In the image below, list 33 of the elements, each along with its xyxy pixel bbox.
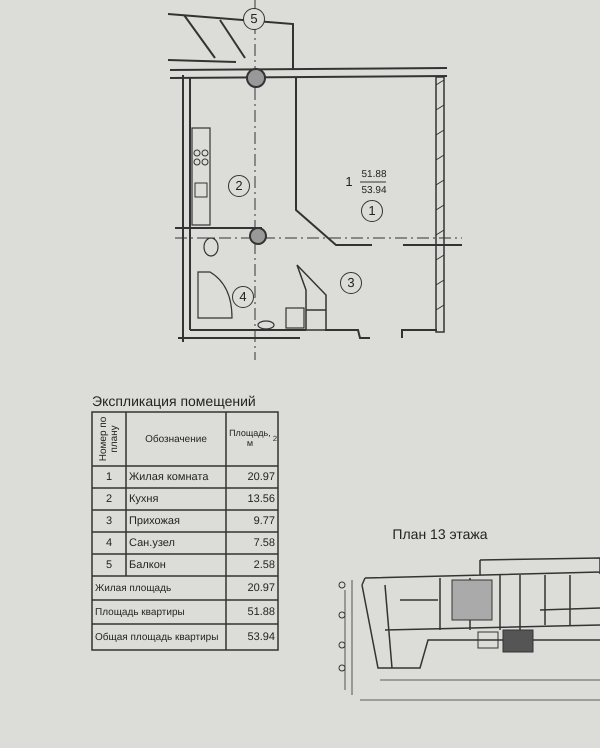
area-value: 53.94 (360, 184, 388, 197)
table-cell-text: Площадь квартиры (95, 606, 186, 620)
table-cell-text: 2 (104, 492, 114, 507)
table-cell-text: 7.58 (252, 536, 275, 551)
callout-number: 3 (340, 272, 362, 294)
table-cell-text: 51.88 (246, 604, 275, 620)
callout-number: 4 (232, 286, 254, 308)
table-cell-text: 20.97 (246, 470, 275, 485)
table-cell-text: 53.94 (246, 630, 275, 645)
callout-number: 1 (361, 200, 383, 222)
plan-title: План 13 этажа (391, 525, 489, 544)
table-cell-text: Прихожая (129, 514, 181, 529)
callout-number: 2 (228, 175, 250, 197)
header-cell-text: Номер по плану (97, 416, 121, 464)
room-number: 1 (344, 174, 354, 190)
table-cell-text: Кухня (129, 492, 160, 507)
callout-number: 5 (243, 8, 265, 30)
header-cell-text: Обозначение (144, 432, 208, 446)
table-cell-text: Общая площадь квартиры (95, 630, 220, 644)
table-cell-text: 1 (104, 470, 114, 485)
table-cell-text: 3 (104, 514, 114, 529)
table-cell-text: 13.56 (246, 492, 275, 507)
table-cell-text: Жилая комната (129, 470, 210, 485)
table-cell-text: 20.97 (246, 580, 275, 596)
table-cell-text: Сан.узел (129, 536, 176, 551)
table-cell-text: 9.77 (252, 514, 275, 529)
table-cell-text: 5 (104, 558, 114, 573)
table-cell-text: Жилая площадь (95, 582, 172, 596)
table-title: Экспликация помещений (92, 392, 257, 412)
table-cell-text: 4 (104, 536, 114, 551)
area-value: 51.88 (360, 168, 388, 181)
table-cell-text: Балкон (129, 558, 167, 573)
table-cell-text: 2.58 (252, 558, 275, 573)
